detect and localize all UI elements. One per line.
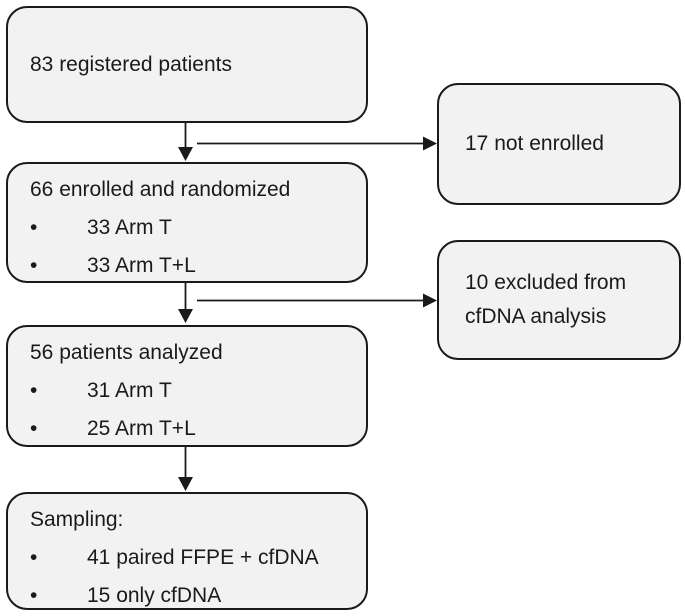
registered-patients-label: 83 registered patients (30, 52, 232, 76)
sampling-title: Sampling: (30, 508, 124, 531)
box-registered-patients: 83 registered patients (6, 6, 368, 123)
sampling-paired-label: 41 paired FFPE + cfDNA (87, 546, 319, 569)
bullet-icon: • (30, 417, 38, 440)
analyzed-arm-tl-label: 25 Arm T+L (87, 417, 196, 440)
enrolled-title: 66 enrolled and randomized (30, 178, 291, 201)
arrow-to-excluded (197, 293, 437, 308)
arrow-to-not-enrolled (197, 136, 437, 151)
box-sampling: Sampling: • 41 paired FFPE + cfDNA • 15 … (6, 492, 368, 610)
arrow-enrolled-to-analyzed (178, 283, 193, 323)
analyzed-arm-t-item: • 31 Arm T (30, 372, 356, 410)
analyzed-arm-tl-item: • 25 Arm T+L (30, 410, 356, 448)
box-enrolled-randomized: 66 enrolled and randomized • 33 Arm T • … (6, 162, 368, 283)
bullet-icon: • (30, 216, 38, 239)
box-not-enrolled: 17 not enrolled (437, 83, 681, 205)
sampling-only-cfdna-item: • 15 only cfDNA (30, 577, 356, 615)
enrolled-arm-t-item: • 33 Arm T (30, 209, 356, 247)
not-enrolled-label: 17 not enrolled (465, 132, 604, 155)
bullet-icon: • (30, 546, 38, 569)
box-patients-analyzed: 56 patients analyzed • 31 Arm T • 25 Arm… (6, 325, 368, 447)
sampling-paired-item: • 41 paired FFPE + cfDNA (30, 539, 356, 577)
box-excluded-cfdna: 10 excluded from cfDNA analysis (437, 240, 681, 360)
bullet-icon: • (30, 254, 38, 277)
bullet-icon: • (30, 379, 38, 402)
enrolled-arm-tl-label: 33 Arm T+L (87, 254, 196, 277)
excluded-cfdna-label: 10 excluded from cfDNA analysis (465, 271, 627, 328)
enrolled-arm-tl-item: • 33 Arm T+L (30, 247, 356, 285)
analyzed-arm-t-label: 31 Arm T (87, 379, 172, 402)
arrow-analyzed-to-sampling (178, 447, 193, 491)
enrolled-arm-t-label: 33 Arm T (87, 216, 172, 239)
arrow-registered-to-enrolled (178, 123, 193, 161)
bullet-icon: • (30, 584, 38, 607)
sampling-only-cfdna-label: 15 only cfDNA (87, 584, 222, 607)
analyzed-title: 56 patients analyzed (30, 341, 223, 364)
